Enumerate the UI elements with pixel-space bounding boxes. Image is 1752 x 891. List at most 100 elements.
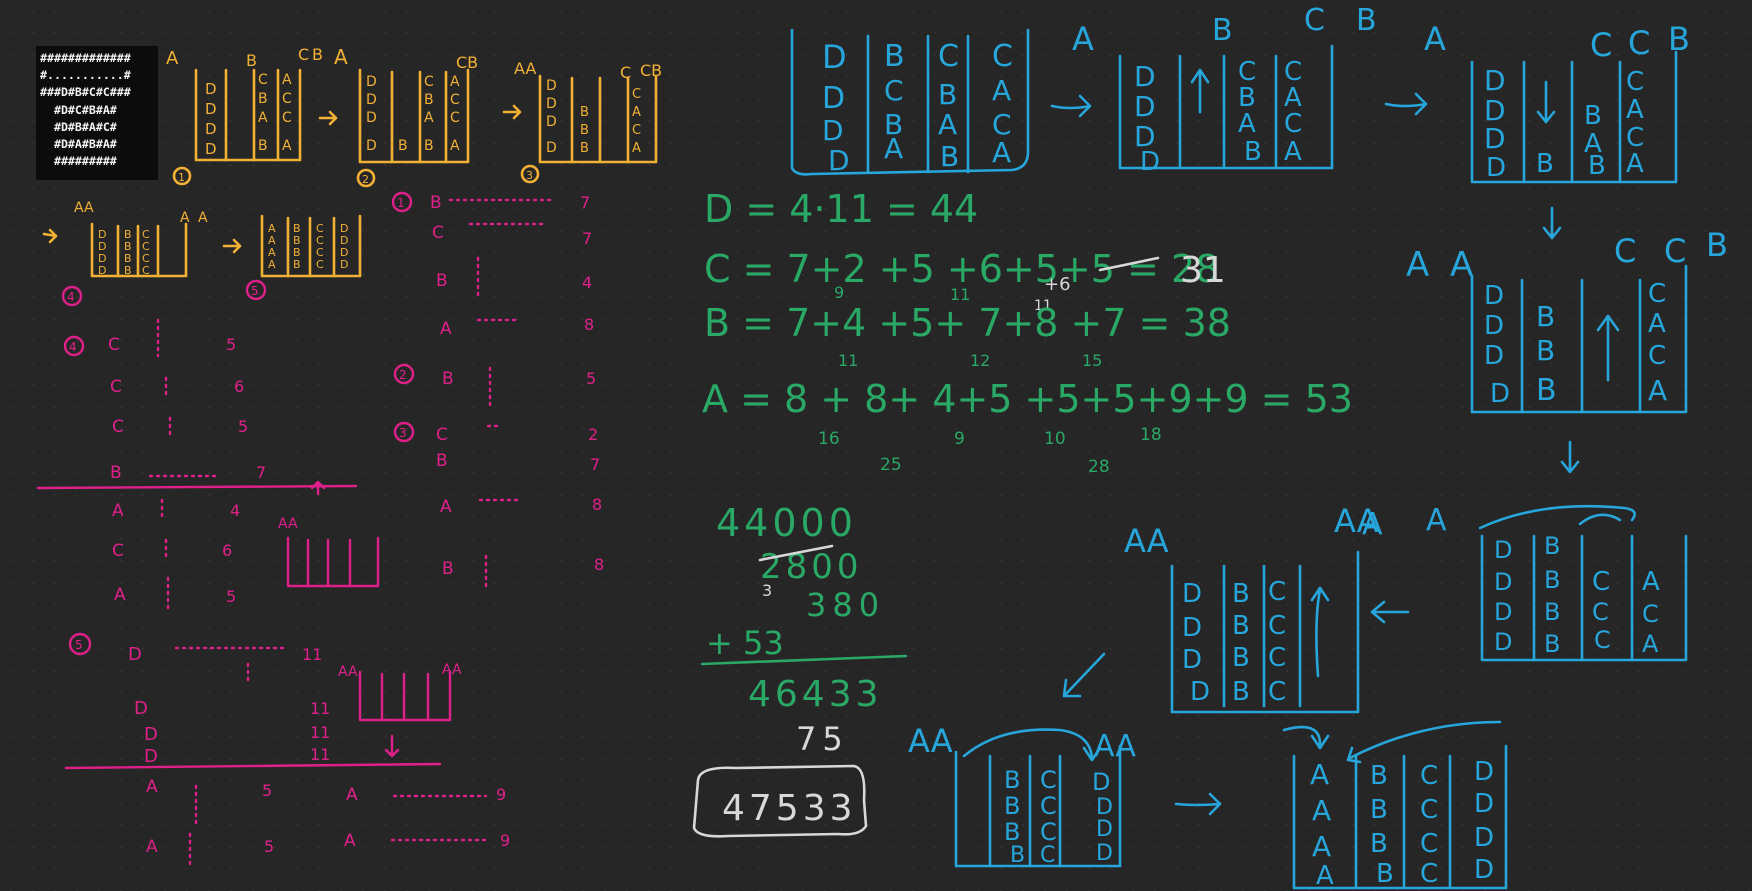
yellow-letter: B: [293, 246, 301, 259]
move-letter: B: [430, 193, 442, 213]
sum-carry: 3: [762, 581, 772, 600]
yellow-letter: B: [124, 252, 132, 265]
yellow-letter: C: [142, 252, 150, 265]
move-letter: C: [432, 223, 444, 243]
yellow-label: AA: [74, 200, 94, 216]
cyan-state-2: A B C B D D D D C B A B C A C A: [1072, 3, 1428, 177]
amphipod: B: [1244, 137, 1262, 167]
svg-text:2: 2: [399, 368, 407, 382]
move-letter: B: [442, 369, 454, 389]
map-row: #D#A#B#A#: [40, 137, 117, 152]
amphipod: B: [1004, 766, 1020, 794]
amphipod: D: [1134, 90, 1156, 123]
move-letter: D: [144, 724, 158, 745]
amphipod: C: [1268, 577, 1286, 607]
yellow-letter: A: [632, 105, 641, 120]
green-math: D = 4·11 = 44 C = 7+2 +5 +6+5+5 = 28 31 …: [692, 187, 1353, 838]
amphipod: B: [1232, 579, 1250, 609]
yellow-letter: C: [632, 123, 641, 138]
yellow-letter: C: [282, 110, 292, 126]
partial-sum: 9: [954, 429, 965, 449]
amphipod: D: [1096, 841, 1113, 866]
yellow-letter: A: [268, 246, 276, 259]
move-cost: 4: [230, 501, 240, 520]
amphipod: A: [1642, 567, 1660, 597]
yellow-letter: C: [142, 264, 150, 277]
amphipod: A: [1626, 95, 1644, 125]
yellow-diagram-1: D D D D C B A B A C C A A B C B A 1: [166, 45, 348, 186]
yellow-letter: D: [98, 252, 106, 265]
amphipod: C: [1592, 567, 1610, 597]
yellow-letter: B: [293, 234, 301, 247]
yellow-letter: C: [316, 246, 324, 259]
amphipod: C: [992, 108, 1012, 141]
magenta-bottom: 5 D 11 D 11 D 11 D 11 A 5 A 5 A 9 A 9 AA…: [64, 632, 510, 868]
amphipod: D: [1140, 147, 1160, 177]
magenta-label: AA: [278, 516, 298, 532]
move-letter: A: [440, 319, 452, 339]
amphipod: D: [1092, 768, 1110, 796]
step-number: 5: [251, 284, 259, 298]
amphipod: B: [1010, 843, 1025, 868]
amphipod: D: [1474, 855, 1494, 885]
amphipod: D: [1484, 94, 1506, 127]
cyan-state-1: D D D D B C B A C B A B C A C A: [790, 28, 1092, 177]
yellow-letter: A: [282, 138, 292, 154]
equation-c-corrected: 31: [1180, 250, 1226, 291]
move-letter: C: [112, 417, 124, 437]
partial-sum: 25: [880, 455, 902, 475]
yellow-letter: D: [340, 222, 348, 235]
amphipod: B: [1544, 598, 1560, 626]
amphipod: C: [884, 74, 904, 107]
yellow-letter: C: [450, 110, 460, 126]
amphipod: D: [1190, 677, 1210, 707]
yellow-letter: B: [124, 264, 132, 277]
move-cost: 6: [222, 541, 232, 560]
amphipod: B: [938, 78, 957, 111]
amphipod: C: [1592, 598, 1609, 626]
magenta-right-column: 1 B 7 C 7 B 4 A 8 2 B 5 3 C 2 B 7 A 8 B …: [391, 191, 604, 592]
amphipod: C: [1040, 766, 1057, 794]
amphipod: B: [1536, 300, 1555, 333]
amphipod: A: [1312, 794, 1331, 827]
amphipod: A: [1284, 137, 1302, 167]
amphipod: C: [1420, 795, 1438, 825]
partial-sum: 9: [834, 283, 844, 302]
move-cost: 4: [582, 273, 592, 292]
yellow-letter: C: [142, 228, 150, 241]
move-letter: B: [436, 271, 448, 291]
yellow-letter: B: [424, 138, 434, 154]
move-cost: 8: [592, 495, 602, 514]
yellow-label: CB: [640, 61, 662, 80]
yellow-letter: D: [98, 264, 106, 277]
amphipod: A: [1310, 758, 1329, 791]
cyan-label: A: [1424, 20, 1446, 58]
amphipod: A: [1584, 129, 1602, 159]
yellow-letter: D: [546, 78, 557, 94]
yellow-letter: D: [98, 240, 106, 253]
partial-sum: 18: [1140, 425, 1162, 445]
yellow-letter: D: [205, 80, 217, 98]
yellow-letter: A: [268, 234, 276, 247]
move-letter: C: [112, 541, 124, 561]
amphipod: B: [1544, 566, 1560, 594]
svg-text:5: 5: [75, 638, 83, 652]
move-cost: 11: [310, 745, 330, 764]
yellow-letter: C: [424, 74, 434, 90]
move-cost: 7: [590, 455, 600, 474]
move-cost: 7: [256, 463, 266, 482]
map-row: #D#B#A#C#: [40, 119, 117, 134]
move-cost: 5: [226, 335, 236, 354]
move-letter: A: [344, 831, 356, 851]
amphipod: D: [1494, 598, 1512, 626]
partial-sum: 12: [970, 351, 990, 370]
equation-c: C = 7+2 +5 +6+5+5 = 28: [704, 247, 1219, 291]
amphipod: B: [1232, 677, 1250, 707]
cyan-label: A: [1450, 245, 1473, 285]
amphipod: C: [1626, 123, 1644, 153]
amphipod: A: [938, 108, 957, 141]
cyan-state-6: AA D D D D B B B B C C C C: [1062, 522, 1360, 714]
amphipod: A: [1312, 830, 1331, 863]
amphipod: D: [1096, 817, 1113, 842]
move-cost: 7: [582, 229, 592, 248]
